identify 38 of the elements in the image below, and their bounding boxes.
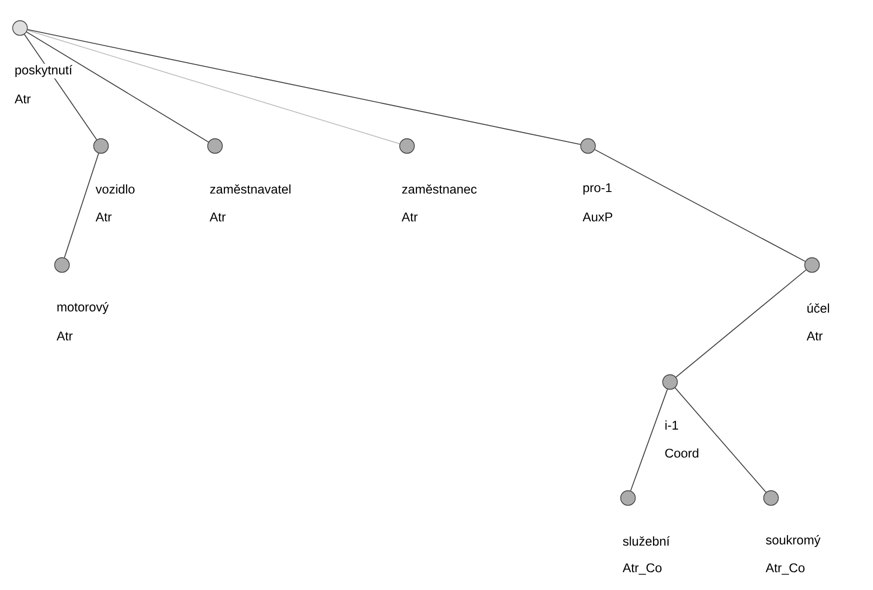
- node-label: Atr_Co: [622, 563, 662, 575]
- node-label: účel: [807, 303, 829, 313]
- node-label: soukromý: [766, 535, 820, 547]
- tree-edge: [676, 269, 807, 378]
- node-label: zaměstnavatel: [210, 184, 290, 194]
- node-label: i-1: [665, 420, 678, 430]
- tree-node: [54, 257, 70, 273]
- node-label: zaměstnanec: [402, 184, 477, 194]
- node-label: Atr: [14, 94, 31, 104]
- node-label: Atr_Co: [766, 563, 804, 575]
- node-label: Atr: [806, 332, 823, 340]
- tree-edge: [27, 29, 581, 145]
- node-label: pro-1: [583, 183, 612, 195]
- node-label: Atr: [96, 212, 112, 222]
- node-label: Atr: [56, 332, 73, 340]
- tree-node: [207, 138, 223, 154]
- tree-node: [93, 138, 109, 154]
- node-label: Atr: [402, 212, 418, 222]
- tree-edge: [26, 30, 400, 144]
- node-label: Coord: [665, 448, 698, 458]
- tree-edge: [64, 152, 100, 258]
- node-label: motorový: [57, 302, 109, 314]
- tree-node: [763, 490, 779, 506]
- node-label: AuxP: [582, 212, 612, 222]
- tree-node: [620, 490, 636, 506]
- node-label: Atr: [210, 212, 226, 222]
- tree-edge: [594, 149, 806, 262]
- tree-node: [580, 138, 596, 154]
- tree-node: [12, 20, 28, 36]
- tree-node: [662, 374, 678, 390]
- tree-edge: [674, 387, 766, 493]
- tree-node: [804, 257, 820, 273]
- tree-edge: [630, 388, 668, 492]
- tree-node: [399, 138, 415, 154]
- tree-edge: [26, 32, 209, 142]
- node-label: vozidlo: [96, 184, 134, 194]
- node-label: poskytnutí: [15, 65, 72, 77]
- node-label: služební: [622, 536, 670, 546]
